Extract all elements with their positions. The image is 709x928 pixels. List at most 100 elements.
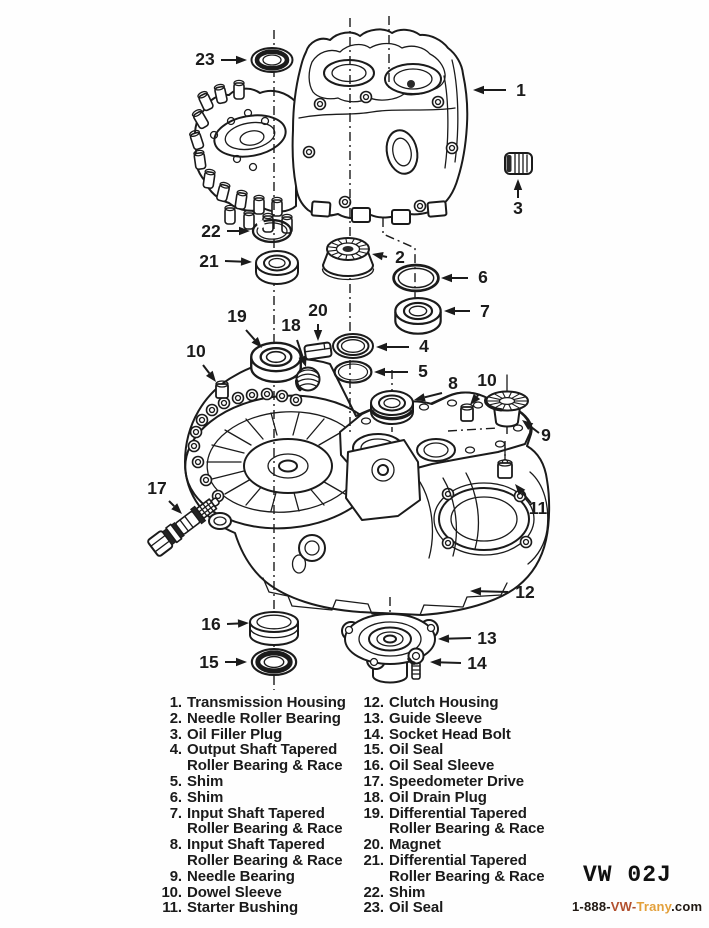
callout-17: 17 (147, 478, 182, 514)
callout-8: 8 (414, 373, 458, 402)
callout-arrow-line (476, 393, 480, 398)
callout-3: 3 (513, 179, 523, 218)
legend-item: 9.Needle Bearing (152, 867, 352, 885)
legend-item-number: 7. (169, 804, 182, 822)
legend-item-number: 8. (169, 836, 182, 854)
callout-arrow-head (376, 342, 387, 352)
callout-arrow-head (522, 420, 534, 431)
callout-2: 2 (372, 247, 405, 267)
callout-21: 21 (199, 251, 252, 271)
callout-arrow-line (245, 329, 256, 341)
phone-url-label: 1-888-VW-Trany.com (572, 899, 706, 914)
legend-item-number: 5. (169, 772, 182, 790)
legend-item: 20.Magnet (354, 837, 574, 853)
callout-number: 6 (478, 267, 488, 287)
callout-arrow-head (372, 252, 384, 261)
legend-item-label: Socket Head Bolt (389, 725, 511, 743)
callout-number: 10 (477, 370, 497, 390)
part-oil-seal-23 (252, 48, 293, 72)
legend-item: 23. Oil Seal (354, 900, 574, 916)
callout-arrow-line (382, 255, 388, 258)
legend-item: 21.Differential Tapered Roller Bearing &… (354, 853, 574, 885)
phone-url-segment: Trany (636, 899, 672, 914)
legend-item-label: Oil Seal (389, 899, 444, 917)
part-input-bearing-8 (370, 390, 414, 425)
callout-15: 15 (199, 652, 247, 672)
legend-item: 13.Guide Sleeve (354, 710, 574, 727)
legend-item-label: Magnet (389, 836, 441, 854)
phone-url-segment: .com (671, 899, 703, 914)
callout-arrow-head (237, 619, 249, 628)
legend-item-number: 3. (169, 725, 182, 743)
callout-10: 10 (186, 341, 216, 382)
legend-item-number: 23. (363, 899, 384, 917)
part-dowel-sleeve-right (460, 403, 474, 422)
legend-item-label: Shim (187, 772, 224, 790)
callout-10: 10 (470, 370, 497, 405)
legend-item-label: Input Shaft Tapered Roller Bearing & Rac… (187, 836, 343, 869)
callout-arrow-head (441, 273, 452, 283)
callout-arrow-line (296, 339, 304, 357)
legend-item-number: 17. (363, 772, 384, 790)
legend-item-number: 14. (363, 725, 384, 743)
legend-item: 11.Starter Bushing (152, 900, 352, 916)
part-dowel-sleeve-left (215, 380, 229, 399)
part-guide-sleeve (341, 613, 439, 684)
legend-item-number: 10. (161, 883, 182, 901)
legend-item: 7.Input Shaft Tapered Roller Bearing & R… (152, 804, 352, 838)
callout-arrow-line (521, 491, 532, 504)
part-shim-6 (392, 263, 440, 293)
legend-item-number: 15. (363, 741, 384, 759)
legend-item-label: Differential Tapered Roller Bearing & Ra… (389, 804, 545, 838)
callout-arrow-head (470, 393, 481, 405)
callout-arrow-head (444, 306, 455, 316)
callout-arrow-head (473, 85, 484, 95)
part-needle-bearing-9 (484, 374, 529, 428)
callout-14: 14 (430, 653, 487, 673)
callout-18: 18 (281, 315, 307, 367)
legend-item: 10.Dowel Sleeve (152, 883, 352, 901)
callout-arrow-head (513, 179, 523, 190)
legend-item: 17.Speedometer Drive (354, 774, 574, 790)
part-diff-bearing-21 (255, 250, 299, 285)
callout-number: 21 (199, 251, 219, 271)
legend-item-label: Shim (187, 788, 224, 806)
legend-item-number: 4. (169, 741, 182, 759)
legend-item: 8. Input Shaft Tapered Roller Bearing & R… (152, 837, 352, 869)
legend-item-label: Transmission Housing (187, 694, 346, 711)
callout-number: 23 (195, 49, 215, 69)
callout-6: 6 (441, 267, 488, 287)
callout-arrow-head (205, 370, 216, 382)
part-speedometer-drive (147, 497, 220, 557)
legend-item-number: 6. (169, 788, 182, 806)
callout-number: 14 (467, 653, 487, 673)
callout-19: 19 (227, 306, 262, 348)
part-socket-head-bolt (407, 647, 425, 680)
part-shim-22 (251, 218, 293, 244)
part-oil-filler-plug (504, 152, 533, 175)
legend-item-number: 9. (169, 867, 182, 885)
part-needle-roller-bearing (321, 237, 375, 281)
legend-item-label: Output Shaft Tapered Roller Bearing & Ra… (187, 741, 343, 775)
legend-item-label: Starter Bushing (187, 899, 299, 917)
legend-item: 2.Needle Roller Bearing (152, 710, 352, 727)
part-input-bearing-7 (394, 296, 442, 335)
phone-url-segment: VW- (610, 899, 637, 914)
callout-arrow-head (239, 226, 250, 236)
legend-item: 6. Shim (152, 788, 352, 806)
callout-20: 20 (308, 300, 328, 341)
callout-number: 9 (541, 425, 551, 445)
part-clutch-housing (184, 358, 551, 616)
center-line (447, 427, 499, 432)
callout-1: 1 (473, 80, 526, 100)
callout-arrow-line (168, 500, 175, 507)
legend-item-label: Shim (389, 883, 426, 901)
legend-item: 4. Output Shaft Tapered Roller Bearing & … (152, 742, 352, 774)
callout-12: 12 (470, 582, 535, 602)
legend-item-label: Oil Drain Plug (389, 788, 487, 806)
callout-number: 11 (529, 498, 548, 518)
legend-item-number: 21. (363, 851, 384, 869)
